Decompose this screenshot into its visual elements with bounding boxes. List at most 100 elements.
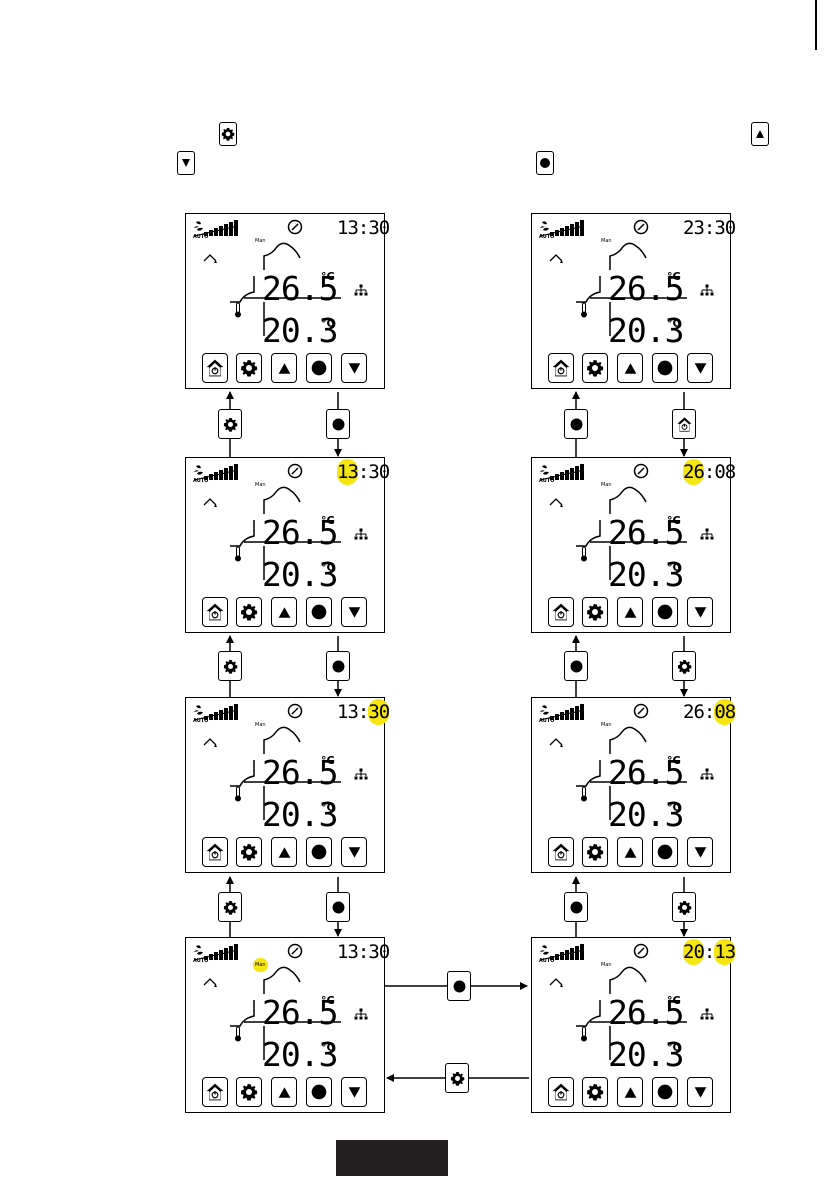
down-button[interactable]: [341, 353, 367, 383]
gear-icon: [677, 659, 692, 674]
home-power-button[interactable]: [548, 1077, 574, 1107]
network-icon: [354, 1008, 368, 1020]
settings-button[interactable]: [236, 837, 262, 867]
auto-label: AUTO: [539, 478, 554, 484]
room-temperature-unit: °C: [667, 561, 681, 574]
gauge-icon: [633, 463, 649, 479]
settings-button[interactable]: [236, 1077, 262, 1107]
clock-separator: :: [704, 939, 714, 965]
settings-button[interactable]: [236, 597, 262, 627]
circle-icon: [539, 157, 551, 169]
gauge-icon: [633, 943, 649, 959]
network-icon: [354, 768, 368, 780]
up-button[interactable]: [617, 837, 643, 867]
up-button[interactable]: [617, 597, 643, 627]
network-icon: [700, 284, 714, 296]
ok-button[interactable]: [652, 353, 678, 383]
flow-ok-button: [326, 651, 350, 681]
network-icon: [354, 528, 368, 540]
gauge-icon: [287, 703, 303, 719]
home-power-button[interactable]: [548, 837, 574, 867]
gear-icon: [677, 900, 692, 915]
gear-icon: [450, 1071, 465, 1086]
auto-label: AUTO: [539, 234, 554, 240]
settings-button[interactable]: [582, 597, 608, 627]
up-button[interactable]: [271, 597, 297, 627]
up-button[interactable]: [617, 353, 643, 383]
clock-display: 13:30: [337, 939, 389, 965]
settings-button[interactable]: [236, 353, 262, 383]
up-button[interactable]: [271, 353, 297, 383]
room-temperature-unit: °C: [667, 1041, 681, 1054]
clock-minutes: 08: [714, 459, 735, 485]
down-button[interactable]: [341, 1077, 367, 1107]
up-button[interactable]: [617, 1077, 643, 1107]
home-power-button[interactable]: [202, 353, 228, 383]
ok-button[interactable]: [306, 837, 332, 867]
page-number-box: [336, 1140, 448, 1176]
heat-cool-icon: [202, 251, 220, 267]
set-temperature-unit: °C: [321, 754, 335, 767]
set-temperature-unit: °C: [321, 270, 335, 283]
ok-button[interactable]: [652, 597, 678, 627]
home-power-icon: [676, 416, 693, 433]
home-power-button[interactable]: [548, 597, 574, 627]
flow-ok-button: [564, 892, 588, 922]
settings-button[interactable]: [582, 353, 608, 383]
circle-icon: [570, 901, 583, 914]
settings-button[interactable]: [582, 837, 608, 867]
down-button[interactable]: [687, 837, 713, 867]
gear-icon: [223, 659, 238, 674]
down-button[interactable]: [687, 353, 713, 383]
circle-icon: [332, 901, 345, 914]
clock-hours: 13: [337, 459, 358, 485]
home-power-button[interactable]: [202, 597, 228, 627]
clock-separator: :: [358, 459, 368, 485]
instruction-down-button: [177, 151, 195, 175]
thermostat-screen: AUTO Man 23:30 26.5 °C: [531, 213, 731, 389]
flow-ok-button: [326, 892, 350, 922]
ok-button[interactable]: [306, 353, 332, 383]
page-edge-rule: [815, 0, 817, 50]
flow-settings-button: [218, 892, 242, 922]
thermometer-icon: [234, 546, 242, 562]
arrow-down-icon: [181, 158, 191, 168]
down-button[interactable]: [687, 597, 713, 627]
heat-cool-icon: [202, 975, 220, 991]
thermostat-screen: AUTO Man 26:08 26.5 °C: [531, 457, 731, 633]
gauge-icon: [287, 463, 303, 479]
gear-icon: [223, 900, 238, 915]
settings-button[interactable]: [582, 1077, 608, 1107]
auto-label: AUTO: [193, 478, 208, 484]
ok-button[interactable]: [652, 837, 678, 867]
clock-minutes: 30: [714, 215, 735, 241]
set-temperature-unit: °C: [321, 994, 335, 1007]
clock-display: 13:30: [337, 459, 389, 485]
gear-icon: [221, 127, 235, 141]
room-temperature-unit: °C: [321, 561, 335, 574]
clock-hours: 23: [683, 215, 704, 241]
ok-button[interactable]: [652, 1077, 678, 1107]
clock-separator: :: [358, 699, 368, 725]
instruction-up-button: [751, 122, 769, 146]
down-button[interactable]: [341, 837, 367, 867]
clock-hours: 20: [683, 939, 704, 965]
instruction-ok-button: [536, 151, 554, 175]
down-button[interactable]: [341, 597, 367, 627]
ok-button[interactable]: [306, 597, 332, 627]
gauge-icon: [633, 703, 649, 719]
network-icon: [700, 768, 714, 780]
thermostat-screen: AUTO Man 13:30 26.5 °C: [185, 457, 385, 633]
up-button[interactable]: [271, 1077, 297, 1107]
clock-minutes: 30: [368, 215, 389, 241]
clock-display: 20:13: [683, 939, 735, 965]
clock-hours: 26: [683, 699, 704, 725]
down-button[interactable]: [687, 1077, 713, 1107]
home-power-button[interactable]: [202, 1077, 228, 1107]
up-button[interactable]: [271, 837, 297, 867]
set-temperature-unit: °C: [667, 754, 681, 767]
home-power-button[interactable]: [548, 353, 574, 383]
home-power-button[interactable]: [202, 837, 228, 867]
clock-separator: :: [358, 939, 368, 965]
ok-button[interactable]: [306, 1077, 332, 1107]
